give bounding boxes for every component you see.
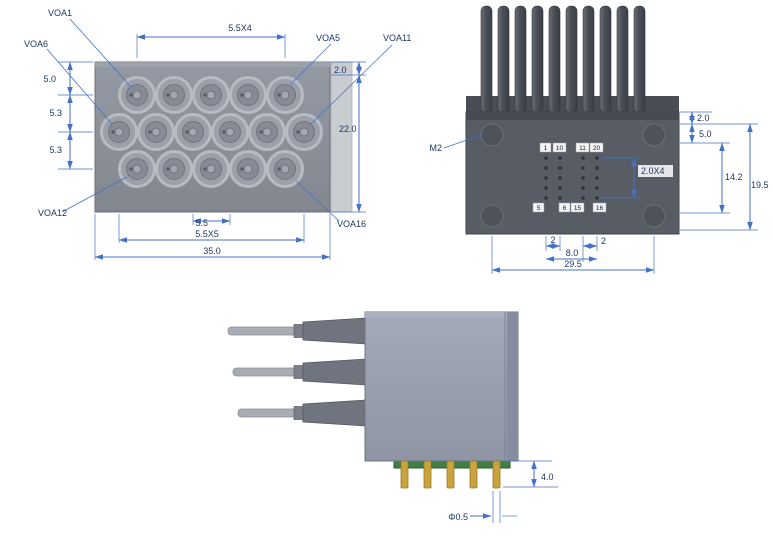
pin-grid [543, 155, 600, 201]
voa-port [192, 76, 230, 114]
fiber [616, 5, 629, 114]
gold-pin [446, 460, 455, 489]
back-dimension-lines [443, 111, 758, 274]
front-block-top-edge [95, 62, 330, 67]
pin-number-1: 1 [544, 145, 548, 152]
gold-pin [469, 460, 478, 489]
fiber-tube [227, 326, 298, 336]
voa-port [266, 76, 304, 114]
screw-hole [480, 123, 504, 147]
voa-port [285, 113, 323, 151]
pin-number-10: 10 [556, 145, 564, 152]
fiber [514, 5, 527, 114]
dim-back-overall-height: 19.5 [751, 180, 769, 190]
dim-side-pin-length: 4.0 [541, 472, 554, 482]
voa-port [229, 150, 267, 188]
pigtail-boot [302, 358, 367, 386]
pin-number-5: 5 [537, 205, 541, 212]
voa-port [155, 150, 193, 188]
fiber [565, 5, 578, 114]
gold-pin [400, 460, 409, 489]
dim-back-col-gap-right: 2 [601, 236, 606, 246]
front-dimension-lines [46, 18, 393, 260]
fiber [480, 5, 493, 114]
fiber [633, 5, 646, 114]
screw-hole [642, 123, 666, 147]
dim-front-corner-offset: 2.0 [334, 65, 347, 75]
pigtail-boot [302, 317, 367, 345]
voa-port [100, 113, 138, 151]
screw-hole [480, 204, 504, 228]
pigtail-assembly [227, 317, 367, 427]
pin-row [400, 460, 501, 489]
voa-port-array [100, 76, 323, 188]
fiber-tube [237, 408, 298, 418]
voa12-label: VOA12 [38, 208, 67, 218]
dim-front-row-offset-top: 5.0 [43, 74, 56, 84]
voa-port [155, 76, 193, 114]
voa-port [211, 113, 249, 151]
voa-port [174, 113, 212, 151]
voa-port [118, 150, 156, 188]
dim-front-top-pitch: 5.5X4 [228, 23, 252, 33]
voa5-label: VOA5 [316, 33, 340, 43]
voa1-label: VOA1 [48, 8, 72, 18]
dim-side-pin-diameter: Φ0.5 [448, 512, 468, 522]
dim-front-row-gap-2: 5.3 [49, 145, 62, 155]
fiber [531, 5, 544, 114]
voa11-label: VOA11 [383, 33, 411, 43]
side-dimension-lines [470, 460, 558, 523]
pin-number-15: 15 [574, 205, 582, 212]
dim-front-row-gap-1: 5.3 [49, 108, 62, 118]
voa-port [266, 150, 304, 188]
dim-front-bottom-pitch: 5.5 [195, 218, 208, 228]
dim-back-pin-field-height: 14.2 [725, 172, 743, 182]
dim-back-top-edge: 2.0 [697, 113, 710, 123]
dim-back-row-pitch: 2.0X4 [641, 166, 665, 176]
pin-number-20: 20 [593, 145, 601, 152]
pin-number-tags: 1 10 11 20 5 6 15 16 [532, 142, 607, 213]
voa-port [118, 76, 156, 114]
pigtail-boot [302, 399, 367, 427]
fiber [599, 5, 612, 114]
side-block-right-edge [507, 312, 518, 461]
pin-number-6: 6 [563, 205, 567, 212]
pin-number-11: 11 [579, 145, 586, 152]
dim-back-mount-width: 29.5 [564, 259, 582, 269]
voa-port [248, 113, 286, 151]
fiber [582, 5, 595, 114]
dim-back-col-gap-left: 2 [550, 235, 555, 245]
dim-front-height: 22.0 [339, 124, 357, 134]
side-view: 4.0 Φ0.5 [227, 311, 558, 523]
dim-front-bottom-pitch-total: 5.5X5 [195, 229, 219, 239]
back-block-top-edge [466, 112, 679, 120]
fiber-tube [232, 367, 298, 377]
dim-front-width: 35.0 [203, 246, 221, 256]
gold-pin [423, 460, 432, 489]
back-view: 1 10 11 20 5 6 15 16 [429, 5, 769, 274]
fiber [548, 5, 561, 114]
front-view: VOA1 VOA6 VOA5 VOA11 VOA12 VOA16 5.5X4 2… [24, 8, 411, 260]
dim-back-pin-row-offset: 5.0 [699, 129, 712, 139]
voa6-label: VOA6 [24, 39, 48, 49]
screw-hole [642, 204, 666, 228]
voa-port [137, 113, 175, 151]
pin-number-16: 16 [596, 205, 604, 212]
voa-port [192, 150, 230, 188]
fiber [497, 5, 510, 114]
gold-pin [492, 460, 501, 489]
front-block-side-face [330, 61, 353, 213]
side-block-body [364, 311, 519, 462]
dim-back-col-span: 8.0 [566, 248, 579, 258]
voa-port [229, 76, 267, 114]
side-block-top-edge [365, 312, 518, 318]
voa16-label: VOA16 [337, 219, 366, 229]
m2-label: M2 [429, 143, 442, 153]
